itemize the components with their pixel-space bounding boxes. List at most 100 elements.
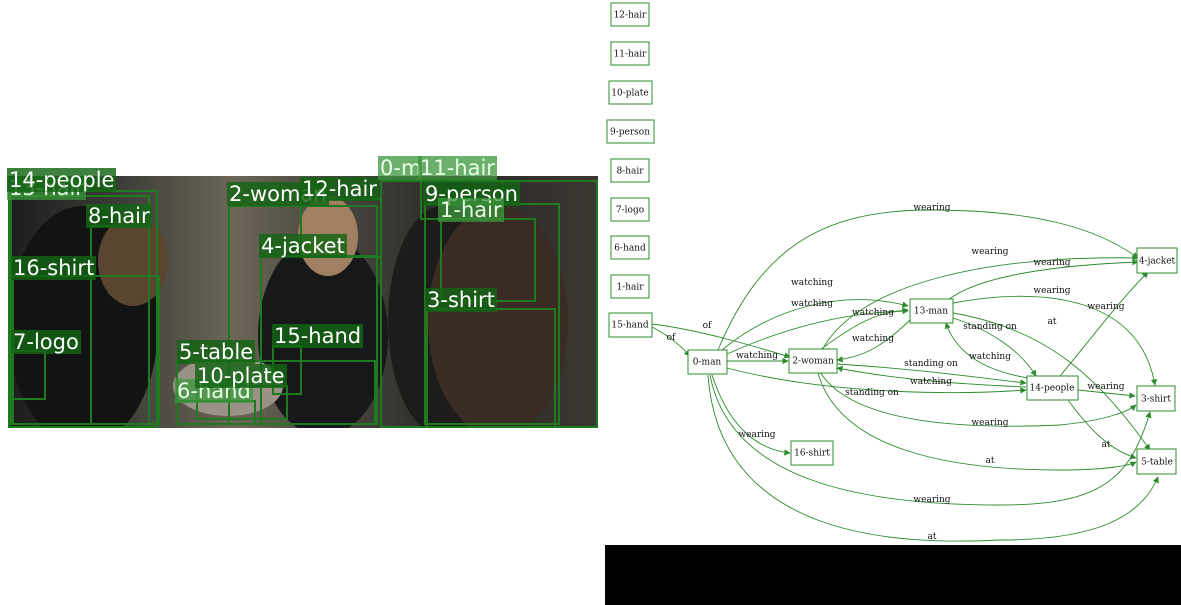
edge-label-watching-13-2: watching	[852, 334, 894, 344]
edge-label-wearing-2-3: wearing	[971, 418, 1008, 428]
svg-text:16-shirt: 16-shirt	[794, 449, 830, 459]
svg-text:8-hair: 8-hair	[616, 167, 644, 177]
svg-text:15-hand: 15-hand	[611, 321, 648, 331]
label-hair-1: 1-hair	[438, 198, 504, 222]
edge-man13-woman2	[836, 317, 913, 363]
label-shirt-16: 16-shirt	[11, 256, 97, 280]
edge-man0-man13-b	[726, 307, 909, 355]
graph-edges	[651, 209, 1159, 542]
edge-woman2-table5	[817, 372, 1137, 471]
svg-text:11-hair: 11-hair	[614, 50, 648, 60]
graph-node-2-woman: 2-woman	[788, 348, 838, 374]
edge-label-watching-0-13b: watching	[791, 299, 833, 309]
edge-label-wearing-0-4: wearing	[913, 203, 950, 213]
graph-node-1-hair: 1-hair	[610, 274, 650, 299]
edge-label-wearing-0-16: wearing	[738, 430, 775, 440]
edge-woman2-jacket4	[821, 254, 1139, 351]
graph-node-11-hair: 11-hair	[610, 41, 650, 66]
edge-man13-people14	[952, 317, 1037, 377]
svg-text:9-person: 9-person	[610, 128, 650, 138]
detection-overlay: 13-hair 14-people 8-hair 16-shirt 7-logo…	[0, 0, 600, 430]
edge-hand15-woman2	[651, 323, 791, 359]
graph-node-12-hair: 12-hair	[610, 2, 650, 27]
label-table: 5-table	[177, 340, 256, 364]
graph-node-14-people: 14-people	[1026, 375, 1079, 401]
svg-text:6-hand: 6-hand	[614, 244, 646, 254]
label-people: 14-people	[7, 168, 117, 192]
edge-label-standing-on-2-14: standing on	[904, 359, 958, 369]
graph-node-10-plate: 10-plate	[608, 80, 653, 105]
edge-label-of-2: of	[703, 321, 712, 331]
svg-text:0-man: 0-man	[693, 358, 722, 368]
edge-woman2-man13	[819, 307, 909, 351]
edge-label-at-0-5: at	[928, 532, 937, 542]
edge-label-wearing-13-3: wearing	[1033, 286, 1070, 296]
label-hand-15: 15-hand	[272, 324, 364, 348]
black-bar	[605, 545, 1181, 605]
graph-node-0-man: 0-man	[687, 349, 728, 375]
label-plate: 10-plate	[195, 364, 287, 388]
svg-text:5-table: 5-table	[1141, 458, 1173, 468]
edge-people14-man13	[944, 322, 1029, 379]
edge-man0-table5	[707, 374, 1159, 542]
graph-node-15-hand: 15-hand	[608, 312, 653, 338]
edge-man13-table5	[952, 312, 1151, 451]
edge-woman2-people14	[836, 363, 1027, 386]
edge-label-watching-0-2: watching	[736, 351, 778, 361]
edge-man13-shirt3	[952, 295, 1158, 386]
edge-label-wearing-14-4: wearing	[1087, 302, 1124, 312]
edge-label-standing-on-0-14: standing on	[845, 388, 899, 398]
edge-man0-shirt3	[709, 374, 1152, 506]
edge-label-wearing-2-4: wearing	[971, 247, 1008, 257]
graph-node-3-shirt: 3-shirt	[1136, 385, 1176, 412]
edge-label-wearing-0-3: wearing	[913, 495, 950, 505]
graph-node-6-hand: 6-hand	[610, 235, 650, 260]
graph-node-13-man: 13-man	[909, 298, 954, 324]
edge-label-at-2-5: at	[986, 456, 995, 466]
label-hair-8: 8-hair	[86, 204, 152, 228]
edge-label-at-14-5: at	[1102, 440, 1111, 450]
photo-figure-woman-right	[428, 206, 568, 428]
svg-text:13-man: 13-man	[914, 307, 948, 317]
label-logo: 7-logo	[11, 330, 81, 354]
edge-man0-people14	[726, 367, 1027, 394]
label-shirt-3: 3-shirt	[425, 288, 497, 312]
svg-text:12-hair: 12-hair	[614, 11, 648, 21]
edge-man0-jacket4	[717, 209, 1139, 351]
label-hair-11: 11-hair	[418, 156, 497, 180]
edge-man0-shirt16	[711, 374, 791, 456]
label-man-0: 0-m	[378, 156, 422, 180]
edge-man0-man13-a	[721, 299, 909, 351]
edge-people14-table5	[1067, 399, 1137, 460]
graph-node-5-table: 5-table	[1136, 448, 1177, 475]
graph-node-7-logo: 7-logo	[610, 197, 650, 222]
edge-label-of-1: of	[667, 333, 676, 343]
edge-label-watching-2-13: watching	[852, 308, 894, 318]
label-jacket: 4-jacket	[259, 234, 347, 258]
graph-node-4-jacket: 4-jacket	[1136, 247, 1178, 274]
edge-people14-woman2	[836, 365, 1027, 388]
graph-edge-labels: of of watching wearing watching watching…	[667, 203, 1125, 542]
graph-node-16-shirt: 16-shirt	[790, 440, 834, 466]
edge-label-standing-on-13-14: standing on	[963, 322, 1017, 332]
svg-text:2-woman: 2-woman	[792, 357, 834, 367]
graph-node-9-person: 9-person	[606, 119, 655, 144]
edge-label-wearing-14-3: wearing	[1087, 382, 1124, 392]
svg-text:7-logo: 7-logo	[616, 206, 644, 216]
edge-label-watching-14-13: watching	[969, 352, 1011, 362]
svg-text:4-jacket: 4-jacket	[1139, 257, 1176, 267]
svg-text:3-shirt: 3-shirt	[1141, 395, 1171, 405]
edge-label-watching-0-13a: watching	[791, 278, 833, 288]
graph-node-8-hair: 8-hair	[610, 158, 650, 183]
svg-text:14-people: 14-people	[1030, 384, 1075, 394]
edge-label-watching-14-2: watching	[910, 377, 952, 387]
edge-hand15-man0	[651, 326, 691, 357]
edge-people14-shirt3	[1077, 389, 1136, 399]
edge-woman2-shirt3	[819, 371, 1137, 427]
edge-label-at-13-5: at	[1048, 317, 1057, 327]
label-hair-12: 12-hair	[300, 177, 379, 201]
edge-label-wearing-13-4: wearing	[1033, 258, 1070, 268]
edge-people14-jacket4	[1059, 271, 1149, 377]
edge-man13-jacket4	[947, 259, 1139, 301]
